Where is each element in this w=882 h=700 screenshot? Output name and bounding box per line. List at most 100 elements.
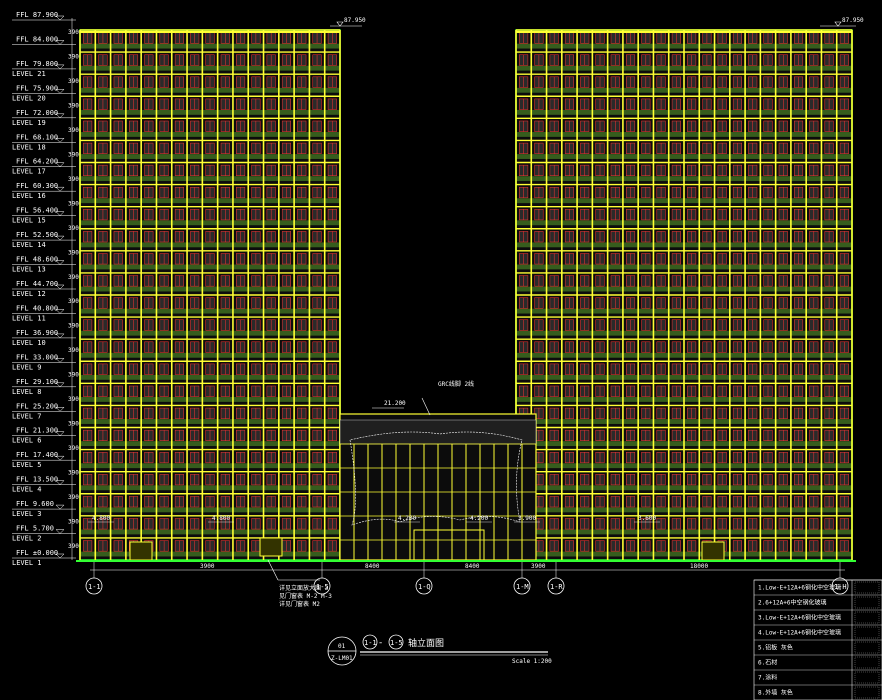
level-dimension: 3900 [68,176,83,183]
title-callout-bottom: Z-LM01 [331,655,353,662]
spandrel-band [80,551,340,557]
ground-dimension: 4.800 [212,515,230,522]
level-marker-icon [55,284,65,290]
level-ffl-label: FFL 9.600 [16,500,54,508]
spandrel-band [80,198,340,204]
level-marker-icon [55,382,65,388]
level-name-label: LEVEL 6 [12,437,42,445]
level-dimension: 3900 [68,103,83,110]
level-marker-icon [55,138,65,143]
level-ffl-label: FFL 48.600 [16,256,58,264]
podium-note: GRC线脚 2线 [438,380,474,388]
legend-row-label: 4.Low-E+12A+6钢化中空玻璃 [758,629,841,637]
top-elevation-right: 87.950 [820,17,864,27]
level-dimension: 3900 [68,347,83,354]
ground-dimension: 4.800 [92,515,110,522]
spandrel-band [80,529,340,535]
spandrel-band [80,43,340,49]
tower-right [515,29,853,561]
legend-swatch [854,671,880,684]
level-ffl-label: FFL 87.900 [16,11,58,19]
level-marker-icon [55,64,65,70]
spandrel-band [80,463,340,469]
level-ffl-label: FFL 17.400 [16,451,58,459]
level-marker-icon [55,431,65,437]
axis-label: 1-1 [88,583,101,591]
level-marker-icon [55,260,65,265]
legend-swatch [854,596,880,609]
level-dimension: 3900 [68,54,83,61]
level-name-label: LEVEL 21 [12,70,46,78]
legend-row-label: 3.Low-E+12A+6钢化中空玻璃 [758,614,841,622]
level-dimension: 3900 [68,274,83,281]
spandrel-band [80,176,340,182]
legend-row-label: 8.外墙 灰色 [758,689,793,697]
podium-feature-outline [349,431,523,526]
level-dimension: 3900 [68,543,83,550]
level-name-label: LEVEL 2 [12,535,42,543]
spandrel-band [80,397,340,402]
title-callout-top: 01 [338,643,346,650]
level-dimension: 3900 [68,469,83,476]
level-ffl-label: FFL 84.000 [16,35,58,43]
bay-dimension: 3900 [200,563,215,570]
legend-swatch [854,581,880,594]
top-elevation-left: 87.950 [330,17,366,27]
level-name-label: LEVEL 18 [12,143,46,151]
legend-swatch [854,611,880,624]
podium-top-elevation-text: 21.200 [384,400,406,407]
spandrel-band [80,352,340,358]
legend-row-label: 1.Low-E+12A+6钢化中空玻璃 [758,584,841,592]
podium-top-elevation: 21.200 GRC线脚 2线 [372,380,474,416]
level-marker-icon [55,407,65,412]
spandrel-band [80,109,340,115]
level-name-label: LEVEL 20 [12,94,46,102]
drawing-title: 01 Z-LM01 1-1 - 1-5 轴立面图 Scale 1:200 [327,634,552,666]
axis-bubble [513,577,531,595]
level-ffl-label: FFL 33.000 [16,353,58,361]
level-marker-icon [55,455,65,461]
spandrel-band [80,65,340,71]
level-dimension: 3900 [68,249,83,256]
axis-bubble [313,577,331,595]
spandrel-band [80,242,340,248]
level-ffl-label: FFL ±0.000 [16,549,58,557]
level-name-label: LEVEL 14 [12,241,46,249]
axis-label: 1-H [834,583,847,591]
level-marker-icon [55,333,65,339]
level-marker-icon [55,504,65,510]
level-dimension: 3900 [68,78,83,85]
spandrel-band [80,441,340,447]
axis-bubble [547,577,565,595]
level-dimension: 3900 [68,372,83,379]
entrance-note: 详见立面放大图 3 见门窗表 M-2 M-3 详见门窗表 M2 [267,559,332,608]
ground-dimension: 3.900 [518,515,536,522]
level-ffl-label: FFL 40.800 [16,304,58,312]
level-dimension: 3900 [68,323,83,330]
level-ffl-label: FFL 21.300 [16,427,58,435]
tower-left [79,29,341,561]
level-dimension: 3900 [68,152,83,159]
legend-row-label: 2.6+12A+6中空钢化玻璃 [758,599,827,607]
level-ffl-label: FFL 13.500 [16,476,58,484]
axis-bubble [415,577,433,595]
title-name: 轴立面图 [408,637,444,649]
spandrel-band [80,220,340,226]
level-dimension: 3900 [68,518,83,525]
level-marker-icon [55,186,65,192]
level-dimension: 3900 [68,298,83,305]
level-name-label: LEVEL 17 [12,168,46,176]
level-marker-icon [55,235,65,241]
legend-swatch [854,641,880,654]
level-ffl-label: FFL 36.900 [16,329,58,337]
title-axis-to: 1-5 [390,639,403,647]
level-marker-icon [55,553,65,559]
legend-swatch [854,656,880,669]
level-name-label: LEVEL 11 [12,314,46,322]
spandrel-band [80,507,340,513]
axis-bubble [831,577,849,595]
title-scale: Scale 1:200 [512,658,552,665]
entrance-door [701,541,725,561]
level-ffl-label: FFL 60.300 [16,182,58,190]
